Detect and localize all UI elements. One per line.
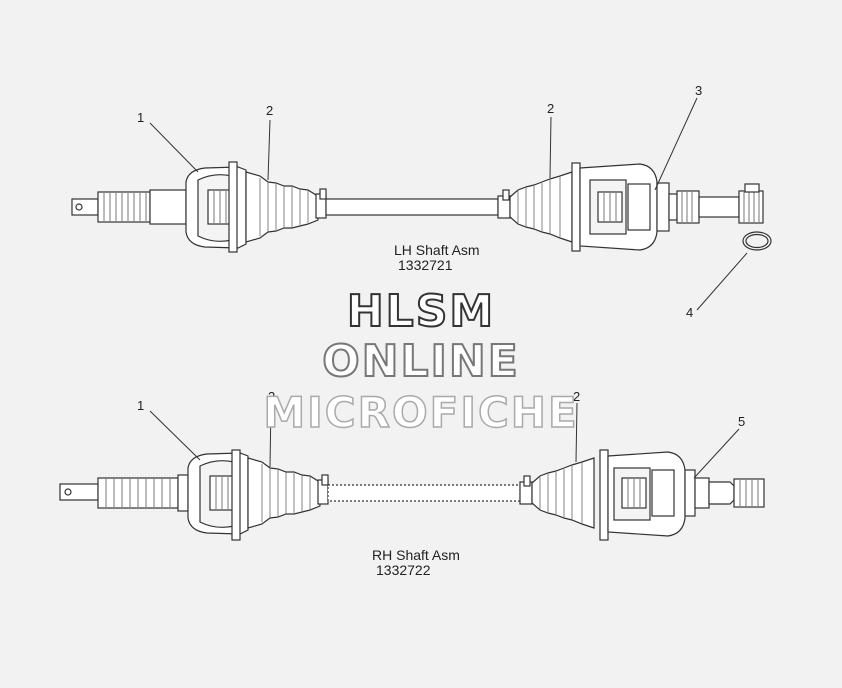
watermark-line1: HLSM (346, 285, 496, 338)
rh-shaft-assembly (59, 449, 765, 541)
rh-assembly-label: RH Shaft Asm 1332722 (372, 548, 460, 578)
callout-leader-lines (149, 97, 748, 479)
lh-circlip (742, 231, 772, 251)
callout-rh-5: 5 (738, 414, 746, 429)
callout-rh-1: 1 (137, 398, 145, 413)
lh-outer-boot (245, 171, 319, 243)
lh-inner-boot (509, 171, 573, 243)
callout-lh-3: 3 (695, 83, 703, 98)
rh-outer-boot (247, 457, 321, 529)
lh-inner-stub-spline-1 (676, 190, 700, 224)
rh-inner-stub-spline (733, 478, 765, 508)
callout-rh-2-right: 2 (573, 389, 581, 404)
lh-shaft-assembly (71, 161, 772, 253)
rh-shaft-bar (327, 484, 521, 502)
callout-lh-1: 1 (137, 110, 145, 125)
lh-shaft-bar (325, 198, 499, 216)
lh-assembly-name: LH Shaft Asm (394, 242, 480, 258)
watermark-line3: MICROFICHE (263, 387, 579, 438)
callout-lh-4: 4 (686, 305, 694, 320)
callout-lh-2-right: 2 (547, 101, 555, 116)
rh-inner-boot (531, 457, 595, 529)
rh-assembly-name: RH Shaft Asm (372, 547, 460, 563)
lh-stub-hole (75, 203, 83, 211)
lh-assembly-label: LH Shaft Asm 1332721 (394, 243, 480, 273)
rh-assembly-part-number: 1332722 (376, 562, 431, 578)
callout-lh-2-left: 2 (266, 103, 274, 118)
lh-assembly-part-number: 1332721 (398, 257, 453, 273)
lh-inner-stub-spline-2 (738, 190, 764, 224)
callout-rh-2-left: 2 (268, 389, 276, 404)
lh-stub-spline (97, 191, 151, 223)
watermark-line2: ONLINE (321, 335, 520, 388)
